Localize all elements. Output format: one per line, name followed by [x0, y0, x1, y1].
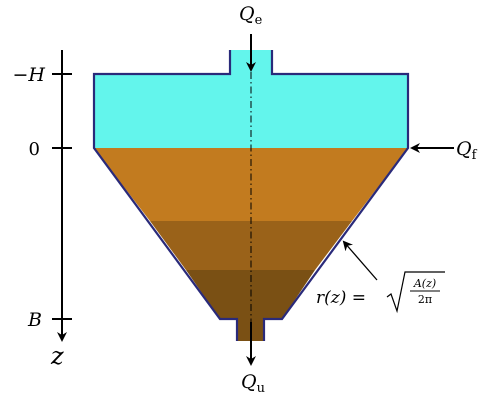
tick-label-zero: 0 — [29, 139, 40, 160]
tick-label-neg-h: −H — [13, 64, 46, 86]
radius-formula: r(z) = A(z) 2π — [316, 271, 445, 314]
formula-lhs: r(z) = — [316, 288, 366, 308]
label-q-feed: Qf — [456, 138, 478, 163]
tick-label-b: B — [27, 309, 42, 331]
label-q-effluent: Qe — [239, 3, 263, 28]
sqrt-symbol — [386, 271, 445, 314]
label-q-underflow: Qu — [241, 371, 265, 396]
formula-denominator: 2π — [418, 293, 432, 306]
vessel-outline — [92, 50, 410, 341]
radius-pointer-arrow — [342, 240, 378, 281]
sediment-layer-middle — [150, 221, 352, 270]
z-axis-label: z — [50, 342, 64, 370]
formula-numerator: A(z) — [413, 277, 436, 290]
